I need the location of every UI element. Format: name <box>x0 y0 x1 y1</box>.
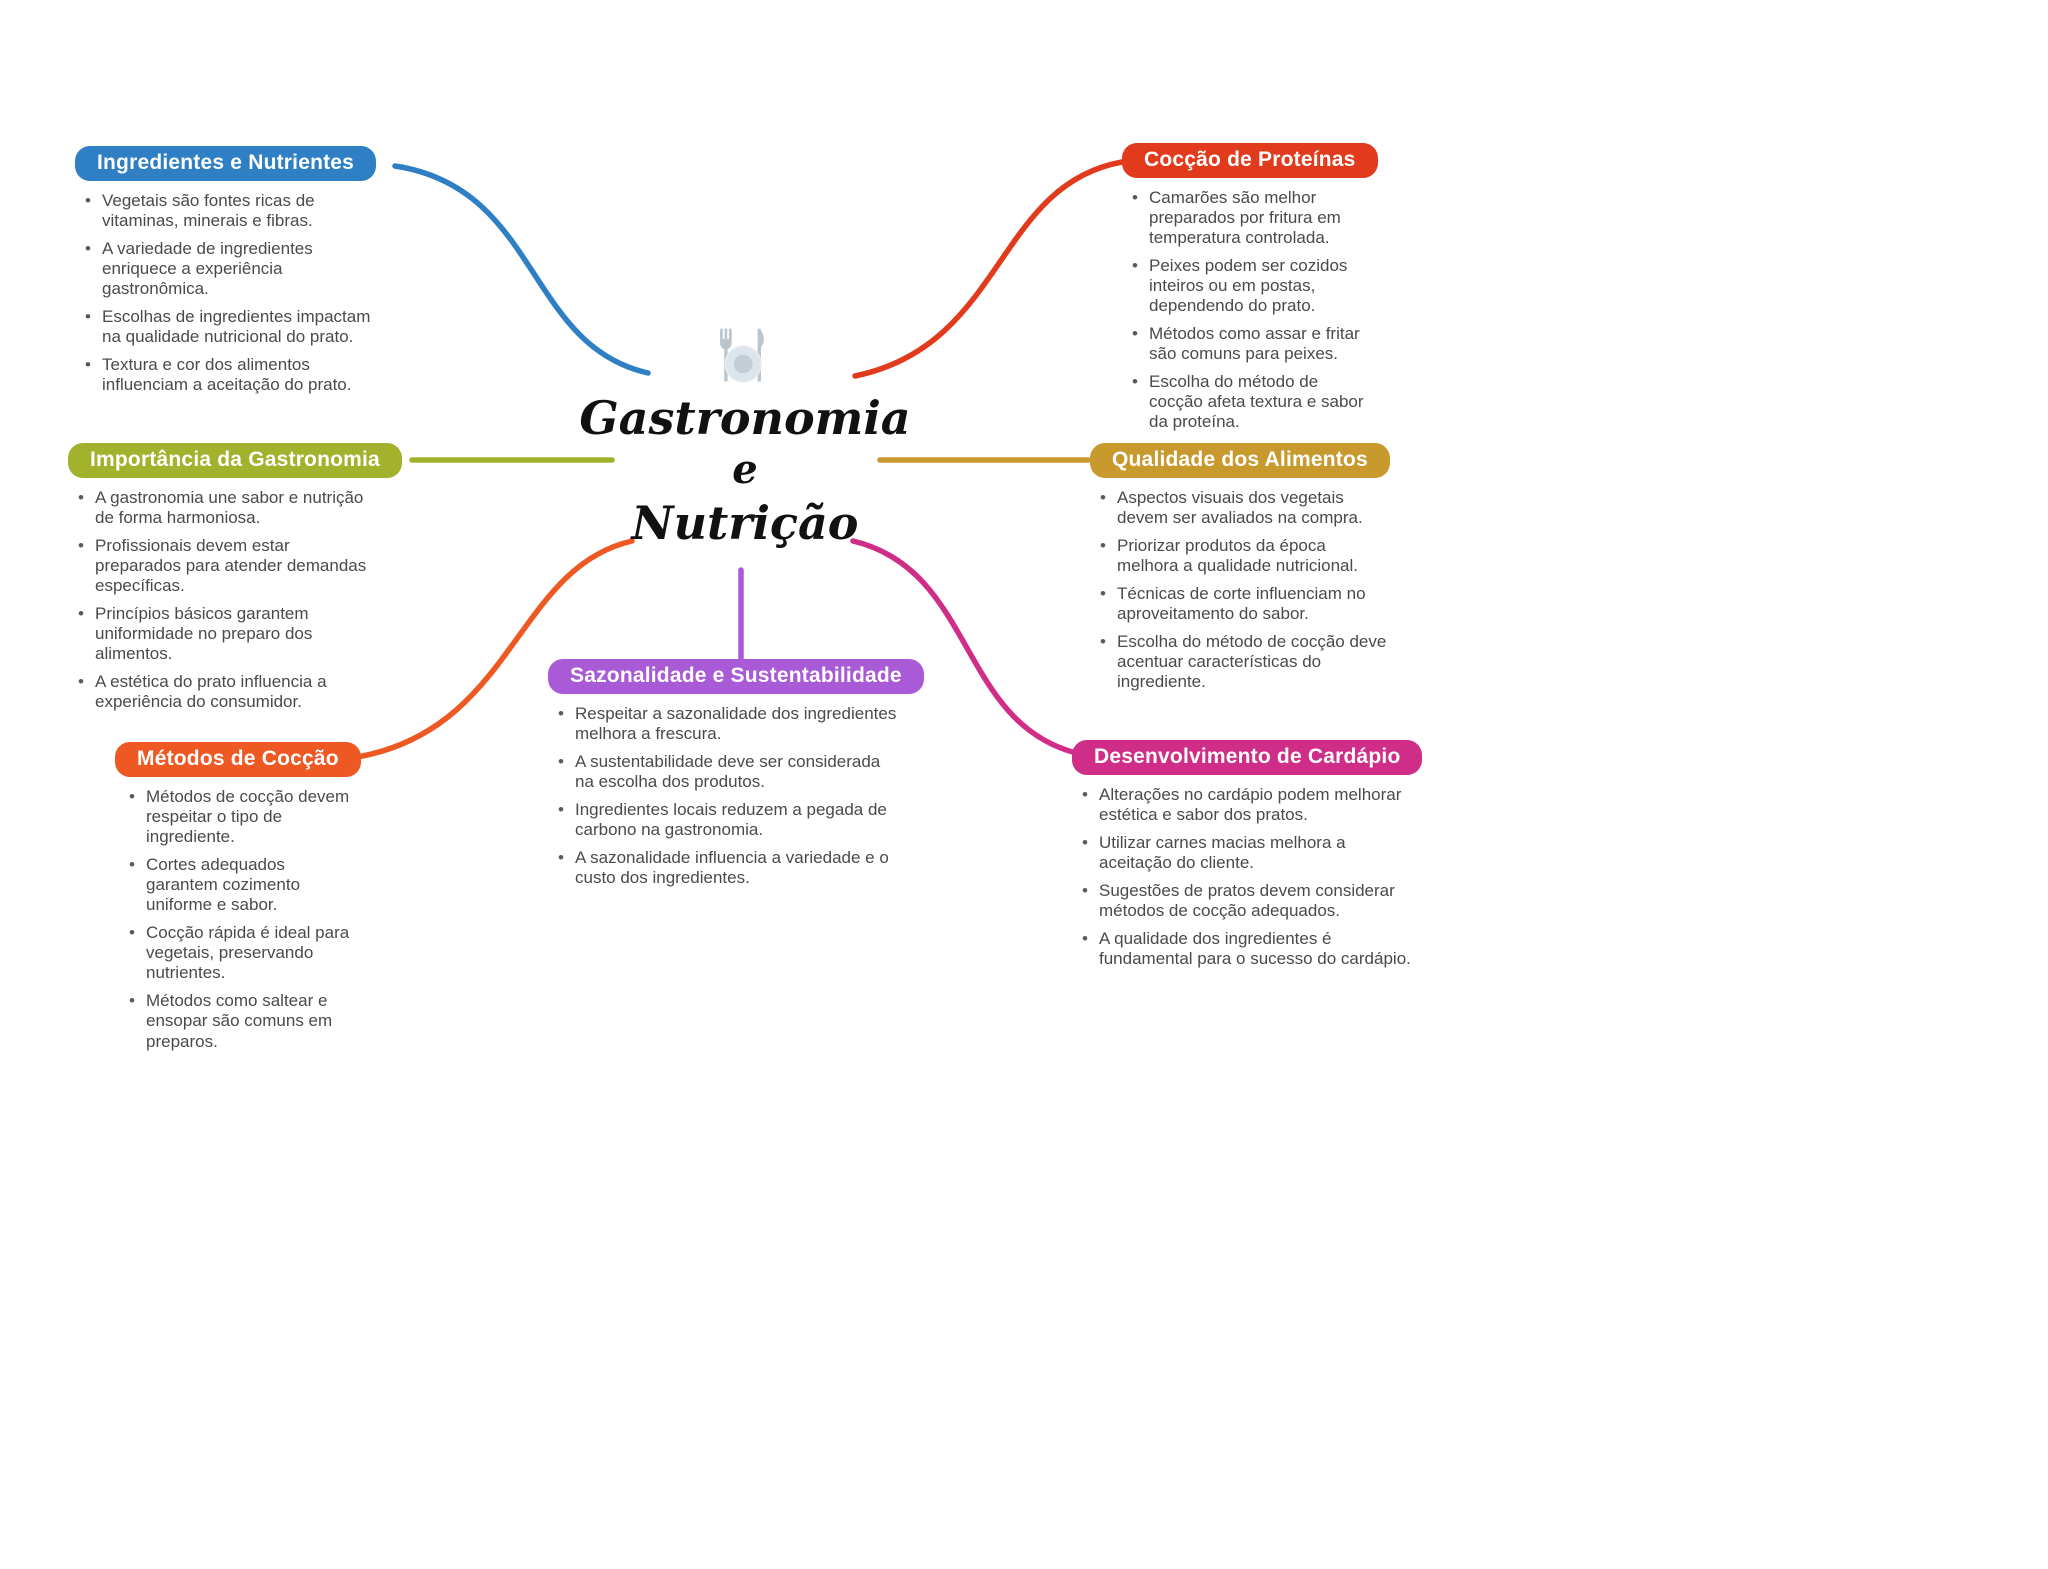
center-title-line1: Gastronomia <box>579 391 911 445</box>
bullet-item: A gastronomia une sabor e nutrição de fo… <box>78 488 373 528</box>
branch-importancia-da-gastronomia: Importância da Gastronomia A gastronomia… <box>68 443 402 720</box>
branch-bullets-importancia: A gastronomia une sabor e nutrição de fo… <box>68 488 373 712</box>
bullet-item: Priorizar produtos da época melhora a qu… <box>1100 536 1390 576</box>
center-title: Gastronomia e Nutrição <box>540 390 950 551</box>
bullet-item: A variedade de ingredientes enriquece a … <box>85 239 375 299</box>
branch-title-sazonalidade: Sazonalidade e Sustentabilidade <box>548 659 924 694</box>
branch-title-qualidade: Qualidade dos Alimentos <box>1090 443 1390 478</box>
connector-desenvolvimento <box>850 538 1079 756</box>
bullet-item: Escolha do método de cocção deve acentua… <box>1100 632 1390 692</box>
connector-coccao-proteinas <box>852 159 1125 379</box>
bullet-item: A sazonalidade influencia a variedade e … <box>558 848 898 888</box>
branch-bullets-coccao-proteinas: Camarões são melhor preparados por fritu… <box>1122 188 1370 433</box>
branch-desenvolvimento-de-cardapio: Desenvolvimento de Cardápio Alterações n… <box>1072 740 1423 977</box>
bullet-item: Escolha do método de cocção afeta textur… <box>1132 372 1370 432</box>
branch-bullets-ingredientes: Vegetais são fontes ricas de vitaminas, … <box>75 191 375 395</box>
branch-bullets-qualidade: Aspectos visuais dos vegetais devem ser … <box>1090 488 1390 692</box>
branch-bullets-metodos: Métodos de cocção devem respeitar o tipo… <box>115 787 357 1052</box>
bullet-item: Técnicas de corte influenciam no aprovei… <box>1100 584 1390 624</box>
branch-bullets-desenvolvimento: Alterações no cardápio podem melhorar es… <box>1072 785 1412 969</box>
bullet-item: A estética do prato influencia a experiê… <box>78 672 373 712</box>
branch-title-metodos: Métodos de Cocção <box>115 742 361 777</box>
branch-title-ingredientes: Ingredientes e Nutrientes <box>75 146 377 181</box>
center-title-line2: e <box>732 446 758 494</box>
bullet-item: Camarões são melhor preparados por fritu… <box>1132 188 1370 248</box>
bullet-item: A sustentabilidade deve ser considerada … <box>558 752 898 792</box>
fork-plate-knife-icon <box>720 328 764 383</box>
bullet-item: Textura e cor dos alimentos influenciam … <box>85 355 375 395</box>
bullet-item: A qualidade dos ingredientes é fundament… <box>1082 929 1412 969</box>
bullet-item: Métodos como assar e fritar são comuns p… <box>1132 324 1370 364</box>
bullet-item: Métodos de cocção devem respeitar o tipo… <box>129 787 357 847</box>
branch-title-coccao-proteinas: Cocção de Proteínas <box>1122 143 1378 178</box>
bullet-item: Respeitar a sazonalidade dos ingrediente… <box>558 704 898 744</box>
bullet-item: Vegetais são fontes ricas de vitaminas, … <box>85 191 375 231</box>
bullet-item: Métodos como saltear e ensopar são comun… <box>129 991 357 1051</box>
bullet-item: Profissionais devem estar preparados par… <box>78 536 373 596</box>
branch-ingredientes-e-nutrientes: Ingredientes e Nutrientes Vegetais são f… <box>75 146 377 403</box>
branch-bullets-sazonalidade: Respeitar a sazonalidade dos ingrediente… <box>548 704 898 888</box>
branch-qualidade-dos-alimentos: Qualidade dos Alimentos Aspectos visuais… <box>1090 443 1390 700</box>
branch-title-importancia: Importância da Gastronomia <box>68 443 402 478</box>
bullet-item: Princípios básicos garantem uniformidade… <box>78 604 373 664</box>
bullet-item: Utilizar carnes macias melhora a aceitaç… <box>1082 833 1412 873</box>
center-title-line3: Nutrição <box>631 495 859 550</box>
branch-coccao-de-proteinas: Cocção de Proteínas Camarões são melhor … <box>1122 143 1378 441</box>
bullet-item: Aspectos visuais dos vegetais devem ser … <box>1100 488 1390 528</box>
connector-metodos-coccao <box>355 538 635 760</box>
center-node: Gastronomia e Nutrição <box>540 326 950 551</box>
bullet-item: Ingredientes locais reduzem a pegada de … <box>558 800 898 840</box>
connector-ingredientes <box>392 163 651 376</box>
bullet-item: Cocção rápida é ideal para vegetais, pre… <box>129 923 357 983</box>
branch-title-desenvolvimento: Desenvolvimento de Cardápio <box>1072 740 1423 775</box>
branch-metodos-de-coccao: Métodos de Cocção Métodos de cocção deve… <box>115 742 361 1060</box>
branch-sazonalidade-e-sustentabilidade: Sazonalidade e Sustentabilidade Respeita… <box>548 659 924 896</box>
bullet-item: Alterações no cardápio podem melhorar es… <box>1082 785 1412 825</box>
bullet-item: Cortes adequados garantem cozimento unif… <box>129 855 357 915</box>
bullet-item: Sugestões de pratos devem considerar mét… <box>1082 881 1412 921</box>
bullet-item: Escolhas de ingredientes impactam na qua… <box>85 307 375 347</box>
bullet-item: Peixes podem ser cozidos inteiros ou em … <box>1132 256 1370 316</box>
